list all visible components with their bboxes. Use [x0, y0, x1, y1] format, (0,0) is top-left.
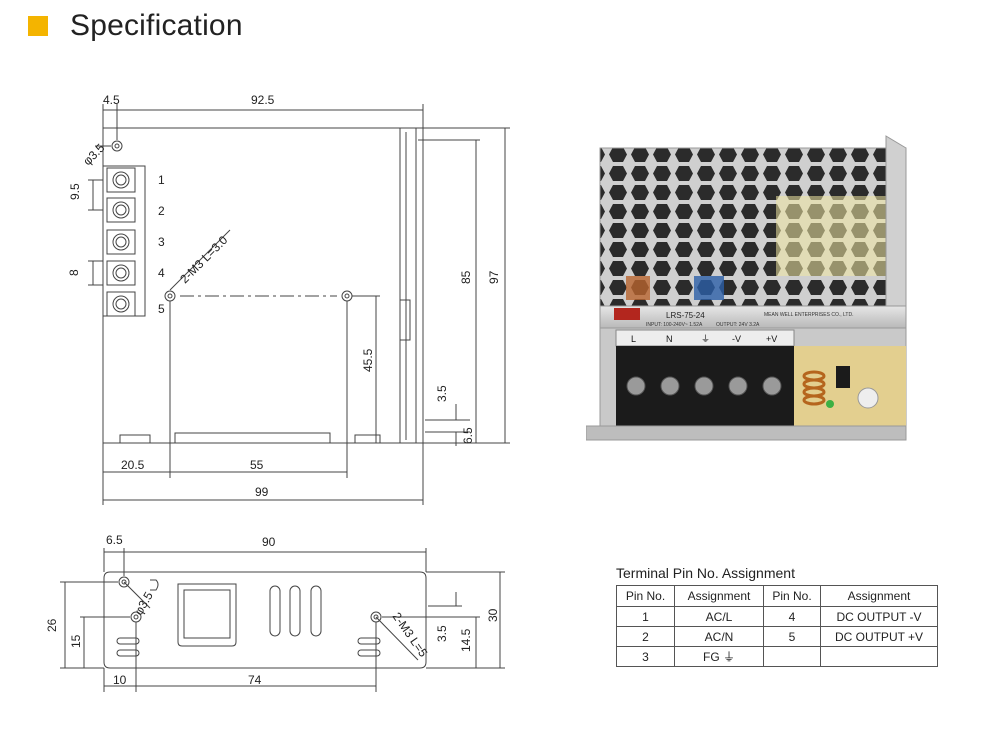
side-view-outline — [103, 571, 427, 669]
photo-term-negv: -V — [732, 334, 741, 344]
cell-pin — [763, 646, 821, 667]
col-assignment-1: Assignment — [674, 585, 764, 607]
dim-45-5: 45.5 — [361, 348, 375, 372]
side-view-drawing: 6.5 90 φ3.5 26 15 30 3.5 14.5 10 74 2-M3… — [45, 533, 505, 692]
cell-pin: 3 — [616, 646, 675, 667]
cell-pin: 1 — [616, 606, 675, 627]
cell-assignment: FG ⏚ — [674, 646, 764, 667]
product-photo: LRS-75-24 INPUT: 100-240V~ 1.52A MEAN WE… — [586, 135, 907, 441]
dim-screw-top: 2-M3 L=3.0 — [177, 233, 230, 286]
dim-92-5: 92.5 — [251, 93, 275, 107]
dim-side-30: 30 — [486, 608, 500, 622]
dim-85: 85 — [459, 270, 473, 284]
dim-side-15: 15 — [69, 634, 83, 648]
cell-pin: 2 — [616, 626, 675, 647]
table-row: 3 FG ⏚ — [616, 646, 938, 667]
dim-97: 97 — [487, 270, 501, 284]
terminal-num-4: 4 — [158, 266, 165, 280]
dim-9-5: 9.5 — [68, 183, 82, 200]
screw-hole-right — [341, 290, 353, 302]
pin-table-title: Terminal Pin No. Assignment — [616, 565, 795, 581]
side-window — [177, 583, 237, 647]
mount-hole — [111, 140, 123, 152]
section-header: Specification — [28, 8, 243, 44]
photo-term-fg: ⏚ — [701, 334, 710, 344]
col-pin-no-1: Pin No. — [616, 585, 675, 607]
terminal-screws — [106, 167, 136, 317]
photo-term-n: N — [666, 334, 673, 344]
cell-pin: 5 — [763, 626, 821, 647]
cell-assignment: DC OUTPUT +V — [820, 626, 938, 647]
screw-hole-left — [164, 290, 176, 302]
terminal-num-3: 3 — [158, 235, 165, 249]
table-row: 1 AC/L 4 DC OUTPUT -V — [616, 606, 938, 627]
dim-side-3-5: 3.5 — [435, 625, 449, 642]
col-assignment-2: Assignment — [820, 585, 938, 607]
dim-side-74: 74 — [248, 673, 262, 687]
side-hole-top — [118, 576, 130, 588]
header-accent-square — [28, 16, 48, 36]
cell-assignment: DC OUTPUT -V — [820, 606, 938, 627]
dim-side-6-5: 6.5 — [106, 533, 123, 547]
photo-input: INPUT: 100-240V~ 1.52A — [646, 322, 703, 328]
dim-4-5: 4.5 — [103, 93, 120, 107]
dim-20-5: 20.5 — [121, 458, 145, 472]
terminal-num-1: 1 — [158, 173, 165, 187]
cell-assignment: AC/N — [674, 626, 764, 647]
terminal-num-5: 5 — [158, 302, 165, 316]
photo-output: OUTPUT: 24V 3.2A — [716, 322, 760, 328]
dim-6-5: 6.5 — [461, 427, 475, 444]
photo-term-l: L — [631, 334, 636, 344]
terminal-num-2: 2 — [158, 204, 165, 218]
photo-maker: MEAN WELL ENTERPRISES CO., LTD. — [764, 312, 853, 318]
pin-assignment-table: Pin No. Assignment Pin No. Assignment 1 … — [616, 585, 938, 667]
dim-hole-3-5: φ3.5 — [80, 141, 107, 168]
cell-assignment — [820, 646, 938, 667]
page-title: Specification — [70, 9, 243, 42]
dim-55: 55 — [250, 458, 264, 472]
col-pin-no-2: Pin No. — [763, 585, 821, 607]
top-view-drawing: 4.5 92.5 φ3.5 9.5 8 85 97 45.5 3.5 6.5 2… — [67, 93, 510, 505]
cell-assignment: AC/L — [674, 606, 764, 627]
dim-side-26: 26 — [45, 618, 59, 632]
cell-pin: 4 — [763, 606, 821, 627]
dim-3-5: 3.5 — [435, 385, 449, 402]
top-view-outline — [102, 127, 424, 444]
photo-model: LRS-75-24 — [666, 311, 705, 320]
dim-99: 99 — [255, 485, 269, 499]
dim-side-90: 90 — [262, 535, 276, 549]
dim-side-14-5: 14.5 — [459, 628, 473, 652]
terminal-block — [102, 165, 146, 317]
table-header-row: Pin No. Assignment Pin No. Assignment — [616, 585, 938, 607]
table-row: 2 AC/N 5 DC OUTPUT +V — [616, 626, 938, 647]
dim-side-10: 10 — [113, 673, 127, 687]
dim-8: 8 — [67, 269, 81, 276]
photo-term-posv: +V — [766, 334, 777, 344]
